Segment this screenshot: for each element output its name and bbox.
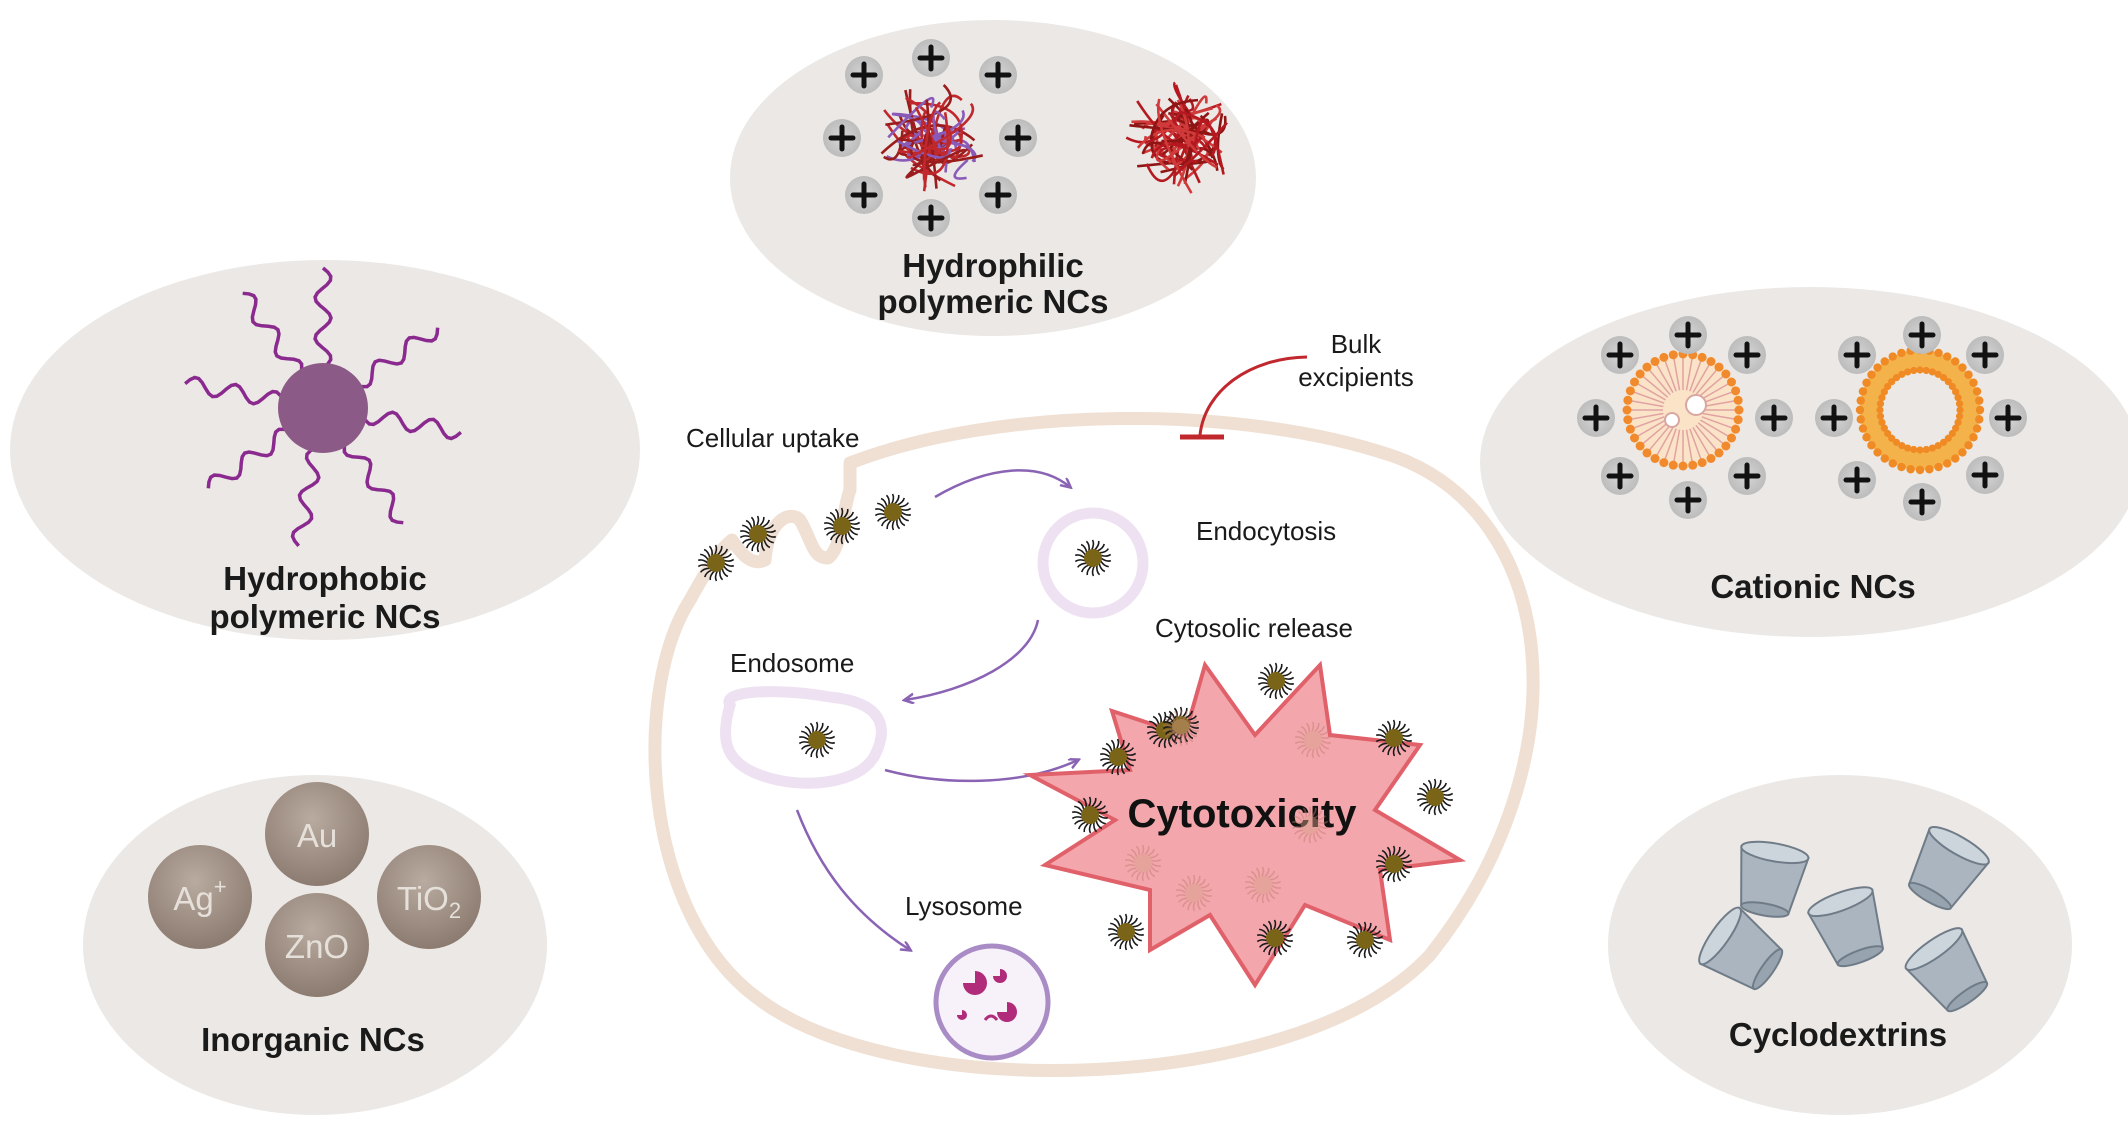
spiky-nanocarrier-icon: [1107, 913, 1145, 951]
plus-charge-icon: [1601, 457, 1639, 495]
plus-charge-icon: [845, 176, 883, 214]
plus-charge-icon: [845, 56, 883, 94]
hydrophilic-charges: [823, 39, 1037, 237]
spiky-nanocarrier-icon: [1294, 721, 1332, 759]
lysosome-label: Lysosome: [905, 891, 1023, 921]
spiky-nanocarrier-icon: [1162, 709, 1200, 747]
plus-charge-icon: [1966, 336, 2004, 374]
cyclodextrin-icon: [1904, 927, 1989, 1013]
hydrophobic-particle: [184, 266, 462, 547]
spiky-nanocarrier-icon: [1257, 662, 1295, 700]
inorganic-particle-au: Au: [265, 782, 369, 886]
inorganic-title: Inorganic NCs: [201, 1021, 425, 1058]
plus-charge-icon: [1815, 399, 1853, 437]
cyclodextrin-cones: [1698, 826, 1990, 1013]
polymer-arms: [184, 266, 462, 547]
spiky-nanocarrier-icon: [823, 507, 861, 545]
spiky-nanocarrier-icon: [1124, 844, 1162, 882]
spiky-nanocarrier-icon: [697, 544, 735, 582]
spiky-nanocarrier-icon: [1256, 919, 1294, 957]
plus-charge-icon: [1577, 399, 1615, 437]
bulk-label-line2: excipients: [1298, 362, 1414, 392]
tio2-text: TiO2: [397, 880, 461, 923]
hydrophilic-neutral-particle: [1125, 81, 1228, 194]
cyclodextrin-icon: [1807, 886, 1884, 968]
plus-charge-icon: [999, 119, 1037, 157]
cyclodextrin-icon: [1907, 826, 1990, 911]
spiky-nanocarrier-icon: [1416, 778, 1454, 816]
arrow-uptake-to-endocytosis: [934, 469, 1070, 499]
plus-charge-icon: [1838, 336, 1876, 374]
cyclodextrin-icon: [1740, 840, 1810, 918]
plus-charge-icon: [1903, 483, 1941, 521]
spiky-nanocarrier-icon: [798, 721, 836, 759]
tio2-subscript: 2: [449, 898, 461, 923]
hydrophilic-title-line2: polymeric NCs: [877, 283, 1108, 320]
nanocarriers: [697, 493, 1454, 959]
spiky-nanocarrier-icon: [1346, 921, 1384, 959]
cytotoxicity-burst: [1022, 660, 1467, 989]
plus-charge-icon: [912, 39, 950, 77]
lysosome-contents: [957, 969, 1017, 1022]
cyclodextrin-icon: [1698, 906, 1784, 991]
spiky-nanocarrier-icon: [874, 493, 912, 531]
ag-superscript: +: [214, 874, 227, 899]
cationic-liposome: [1855, 345, 1985, 475]
cytotoxicity-label: Cytotoxicity: [1128, 792, 1358, 836]
bulk-label-line1: Bulk: [1331, 329, 1383, 359]
plus-charge-icon: [1601, 336, 1639, 374]
plus-charge-icon: [1728, 457, 1766, 495]
plus-charge-icon: [979, 56, 1017, 94]
plus-charge-icon: [979, 176, 1017, 214]
spiky-nanocarrier-icon: [1375, 845, 1413, 883]
tio2-label: TiO: [397, 880, 449, 917]
ag-label: Ag: [173, 880, 213, 917]
plus-charge-icon: [1903, 316, 1941, 354]
cyclodextrins-title: Cyclodextrins: [1729, 1016, 1947, 1053]
hydrophobic-title-line1: Hydrophobic: [223, 560, 427, 597]
hydrophobic-title-line2: polymeric NCs: [209, 598, 440, 635]
plus-charge-icon: [1989, 399, 2027, 437]
spiky-nanocarrier-icon: [739, 515, 777, 553]
spiky-nanocarrier-icon: [1099, 738, 1137, 776]
inorganic-particle-tio2: TiO2: [377, 845, 481, 949]
spiky-nanocarrier-icon: [1244, 866, 1282, 904]
bulk-excipients-inhibit-line: [1198, 355, 1308, 436]
zno-label: ZnO: [285, 928, 349, 965]
cellular-uptake-label: Cellular uptake: [686, 423, 859, 453]
au-label: Au: [297, 817, 337, 854]
endosome-label: Endosome: [730, 648, 854, 678]
spiky-nanocarrier-icon: [1375, 719, 1413, 757]
cytosolic-release-label: Cytosolic release: [1155, 613, 1353, 643]
plus-charge-icon: [1755, 399, 1793, 437]
inorganic-particle-zno: ZnO: [265, 893, 369, 997]
plus-charge-icon: [1669, 316, 1707, 354]
plus-charge-icon: [1669, 481, 1707, 519]
liposome-heads: [1855, 345, 1985, 475]
plus-charge-icon: [1966, 456, 2004, 494]
spiky-nanocarrier-icon: [1074, 539, 1112, 577]
lysosome: [933, 943, 1051, 1061]
plus-charge-icon: [912, 199, 950, 237]
arrow-endocytosis-to-endosome: [905, 619, 1040, 700]
cationic-charges: [1577, 316, 2027, 521]
arrow-endosome-to-cytosol: [884, 760, 1078, 783]
spiky-nanocarrier-icon: [1162, 706, 1200, 744]
spiky-nanocarrier-icon: [1071, 796, 1109, 834]
endocytosis-label: Endocytosis: [1196, 516, 1336, 546]
plus-charge-icon: [1838, 461, 1876, 499]
spiky-nanocarrier-icon: [1175, 874, 1213, 912]
plus-charge-icon: [1728, 336, 1766, 374]
arrow-endosome-to-lysosome: [795, 809, 910, 950]
ag-text: Ag+: [173, 874, 226, 917]
hydrophilic-charged-particle: [880, 84, 983, 192]
plus-charge-icon: [823, 119, 861, 157]
hydrophobic-core: [278, 363, 368, 453]
hydrophilic-title-line1: Hydrophilic: [902, 247, 1084, 284]
spiky-nanocarrier-icon: [1291, 806, 1329, 844]
cationic-title: Cationic NCs: [1710, 568, 1915, 605]
inorganic-particle-ag: Ag+: [148, 845, 252, 949]
